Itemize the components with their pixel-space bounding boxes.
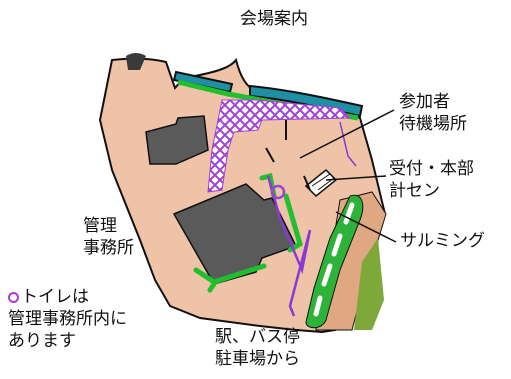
toilet-note-line-2: 管理事務所内に xyxy=(8,309,127,329)
admin-office-line-2: 事務所 xyxy=(83,238,134,258)
waiting-area-line-2: 待機場所 xyxy=(399,114,467,134)
admin-office-line-1: 管理 xyxy=(83,216,117,236)
leader-salming xyxy=(335,211,397,243)
leader-waiting xyxy=(299,109,395,159)
access-line-1: 駅、バス停 xyxy=(215,327,300,347)
hedge-hall xyxy=(193,172,303,293)
admin-building xyxy=(145,115,209,165)
reception-label: 受付・本部 計セン xyxy=(389,158,474,202)
path-markers xyxy=(265,120,311,191)
waiting-area-label: 参加者 待機場所 xyxy=(399,91,467,135)
toilet-note-line-1: トイレは xyxy=(21,287,89,307)
median-dashes xyxy=(313,202,355,317)
admin-office-label: 管理 事務所 xyxy=(83,215,134,259)
salming-label: サルミング xyxy=(400,231,485,251)
access-line-2: 駐車場から xyxy=(215,349,300,369)
toilet-note: トイレは 管理事務所内に あります xyxy=(8,286,127,352)
walking-path-north xyxy=(339,121,357,167)
grass-edge xyxy=(354,238,384,330)
toilet-legend-icon xyxy=(8,292,19,303)
toilet-note-line-3: あります xyxy=(8,331,76,351)
reception-line-1: 受付・本部 xyxy=(389,159,474,179)
waiting-area-hatch xyxy=(207,99,352,193)
leader-reception xyxy=(325,175,387,181)
toilet-marker xyxy=(270,184,286,200)
green-median xyxy=(305,194,364,329)
north-edge xyxy=(126,53,146,70)
walking-path xyxy=(266,175,312,317)
reception-line-2: 計セン xyxy=(389,181,440,201)
waiting-area-line-1: 参加者 xyxy=(399,92,450,112)
map-title: 会場案内 xyxy=(240,9,308,29)
access-label: 駅、バス停 駐車場から xyxy=(215,326,300,370)
